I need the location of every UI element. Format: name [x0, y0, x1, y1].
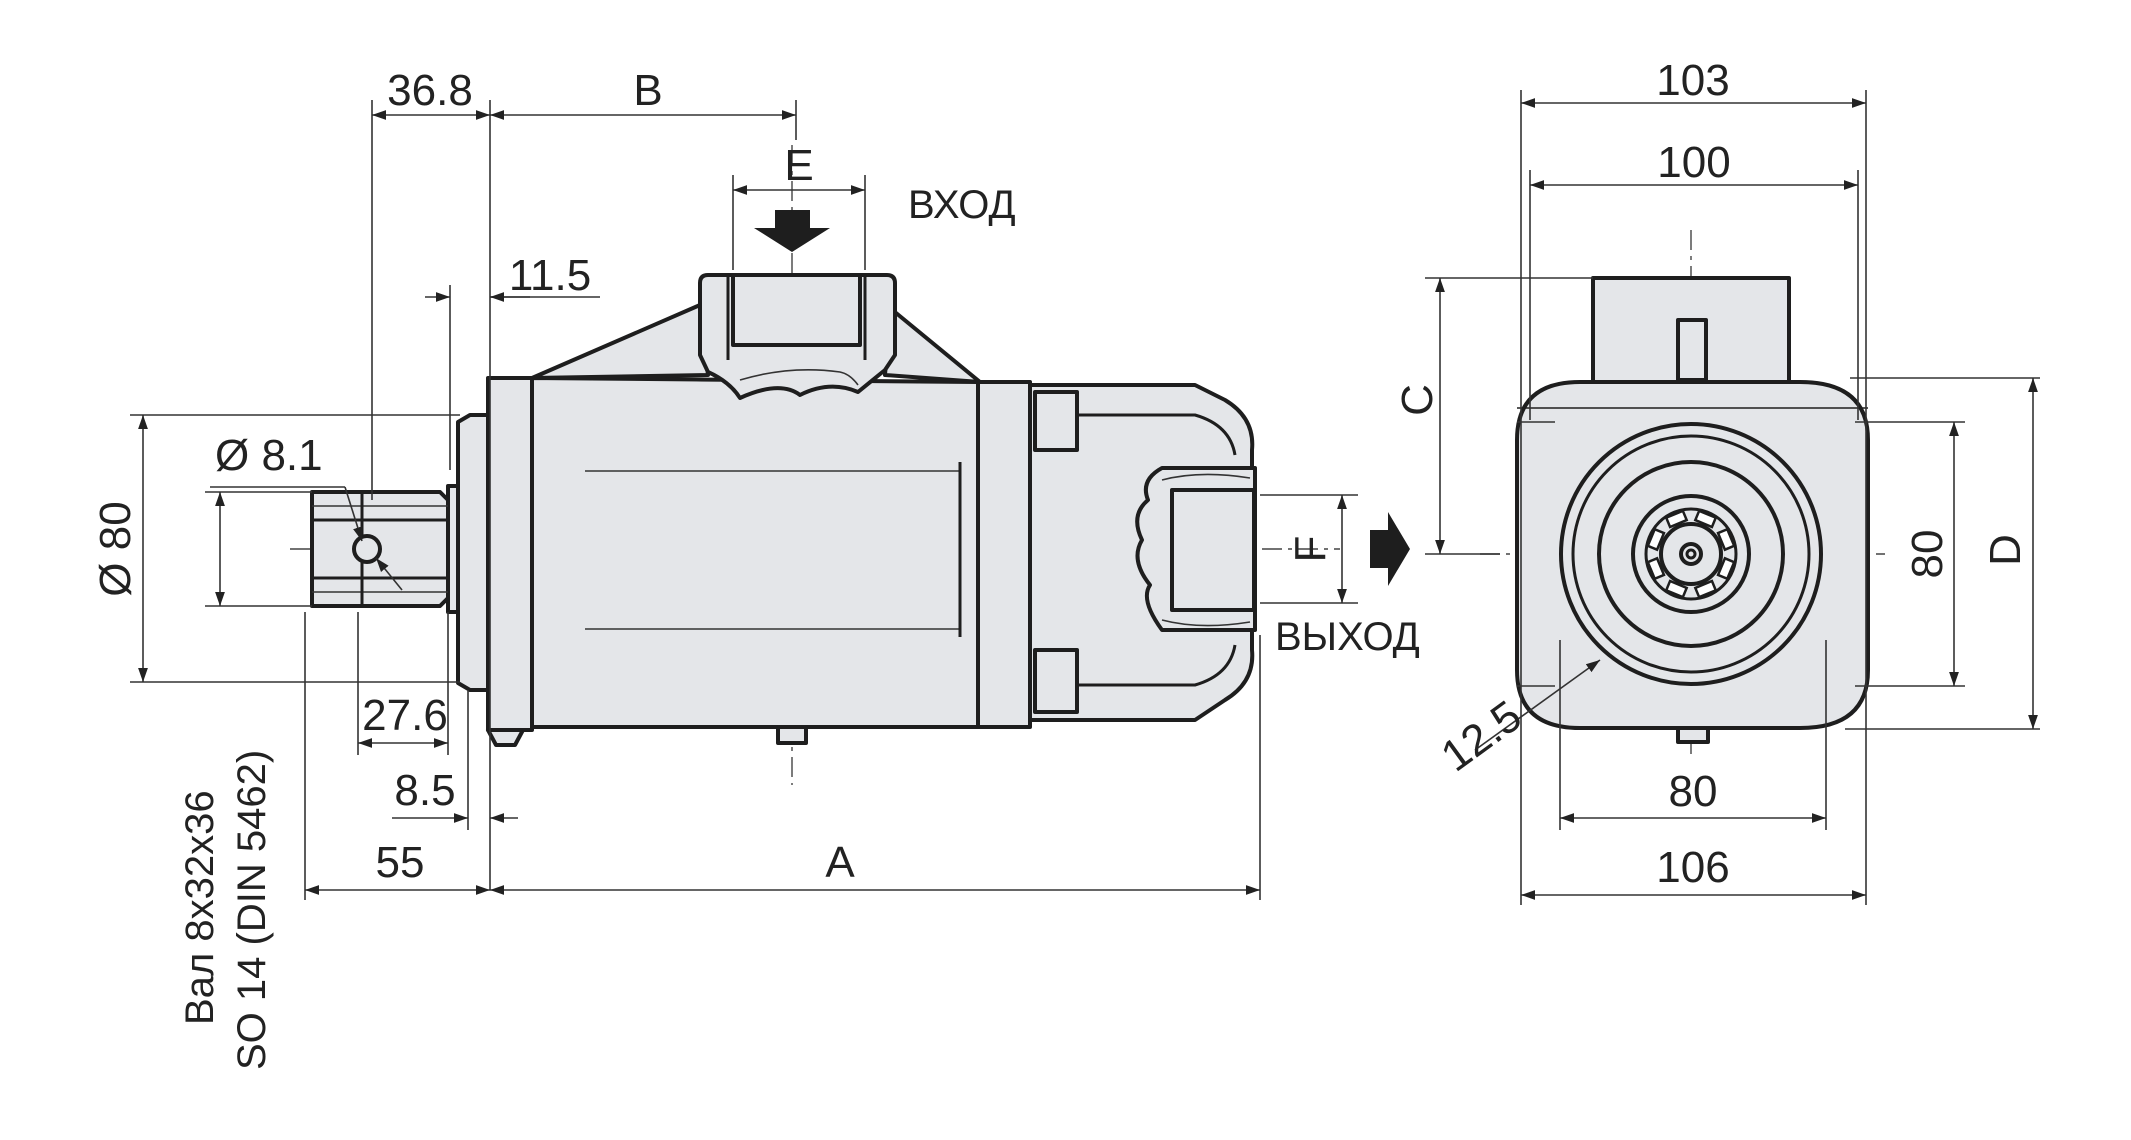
- spline-tooth: [1716, 556, 1736, 581]
- shaft-spline-teeth: [1646, 509, 1736, 599]
- dim-dia-8-1-label: Ø 8.1: [215, 431, 323, 480]
- outlet-flow-arrow: [1370, 512, 1410, 586]
- spline-tooth: [1693, 509, 1718, 529]
- spline-tooth: [1716, 527, 1736, 552]
- outlet-label: ВЫХОД: [1275, 615, 1420, 659]
- dim-106-label: 106: [1656, 843, 1729, 892]
- dim-8-5-label: 8.5: [394, 766, 455, 815]
- dim-F-label: F: [1286, 536, 1335, 563]
- spline-tooth: [1693, 579, 1718, 599]
- outlet-port: [1135, 466, 1257, 632]
- inlet-flow-arrow: [754, 210, 830, 252]
- dim-55-label: 55: [376, 838, 425, 887]
- front-view-dimensions: 103 100 C D 80 80 106 12.5: [1393, 56, 2040, 905]
- dim-D-label: D: [1981, 534, 2030, 566]
- dim-100-label: 100: [1657, 138, 1730, 187]
- shaft-cross-hole: [352, 534, 382, 564]
- dim-36-8-label: 36.8: [387, 66, 473, 115]
- shaft-spec-line1: Вал 8x32x36: [178, 790, 222, 1025]
- dim-27-6-label: 27.6: [362, 691, 448, 740]
- dim-C-label: C: [1393, 384, 1442, 416]
- mounting-flange: [456, 413, 490, 692]
- spline-tooth: [1646, 556, 1666, 581]
- dim-dia-80-label: Ø 80: [91, 501, 140, 596]
- side-view-dimensions: 36.8 B E 11.5 Ø 8.1 Ø 80 27.6 8.5 55: [91, 66, 1420, 1070]
- dim-11-5-label: 11.5: [509, 251, 591, 300]
- dim-E-label: E: [784, 141, 813, 190]
- side-view: [290, 145, 1410, 785]
- dim-80-vertical-label: 80: [1903, 530, 1952, 579]
- dim-B-label: B: [633, 66, 662, 115]
- inlet-port-boss: [698, 273, 897, 400]
- inlet-label: ВХОД: [908, 183, 1016, 227]
- spline-tooth: [1646, 527, 1666, 552]
- dim-A-label: A: [825, 838, 855, 887]
- spline-tooth: [1664, 579, 1689, 599]
- dim-80-horizontal-label: 80: [1669, 767, 1718, 816]
- splined-shaft: [310, 484, 460, 614]
- dim-12-5-label: 12.5: [1432, 691, 1530, 781]
- dim-103-label: 103: [1656, 56, 1729, 105]
- bottom-plug: [1676, 726, 1710, 744]
- shaft-spec-line2: SO 14 (DIN 5462): [230, 750, 274, 1070]
- front-view: [1480, 230, 1885, 760]
- spline-tooth: [1664, 509, 1689, 529]
